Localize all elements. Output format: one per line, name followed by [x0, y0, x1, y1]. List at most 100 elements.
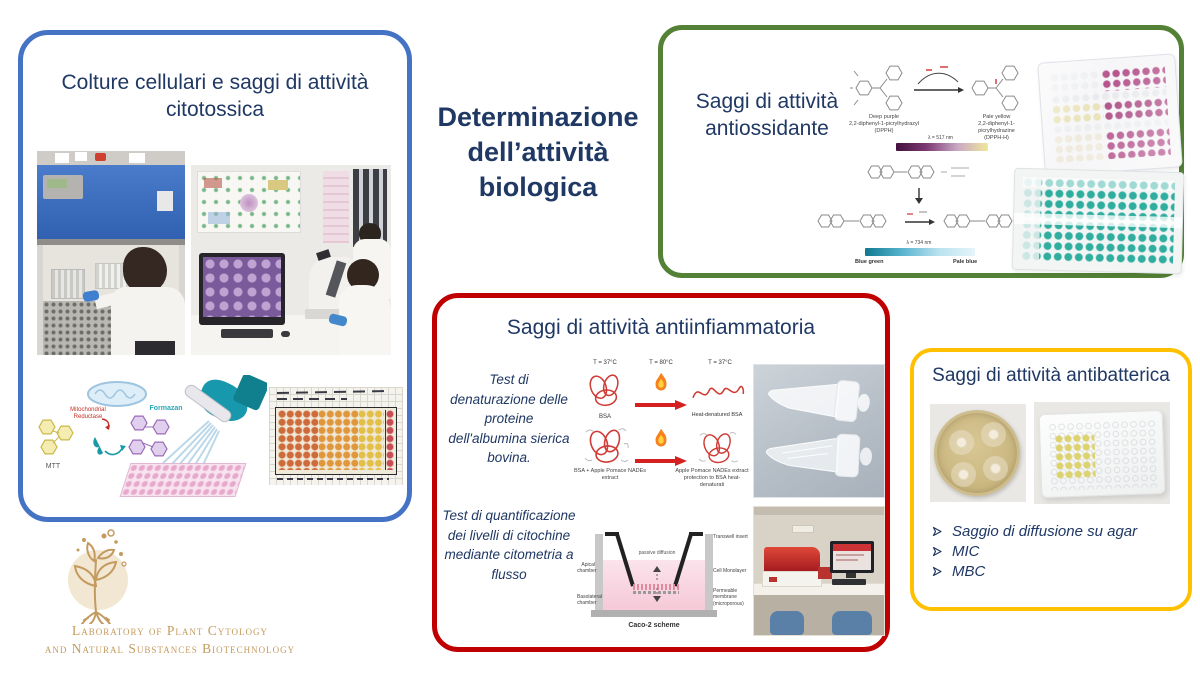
cytometer-red-lid [764, 547, 820, 573]
caco2-basolateral-label-2: chamber [577, 600, 597, 607]
bsa-label: BSA [598, 414, 611, 420]
mtt-label: MTT [45, 463, 61, 470]
handwriting [277, 478, 389, 480]
panel-antiinflammatory-title: Saggi di attività antiinfiammatoria [506, 316, 816, 339]
handwriting [276, 390, 390, 394]
photo-flow-cytometer [753, 506, 885, 636]
bsa-native-protein-icon [589, 374, 619, 407]
dpph-reactant-structure-icon [850, 65, 903, 111]
abts-scale-left: Blue green [855, 259, 884, 265]
petri-dish [934, 410, 1020, 496]
red-reaction-arrow-icon [635, 400, 687, 410]
panel-cytotoxicity: Colture cellulari e saggi di attività ci… [18, 30, 412, 522]
lab-logo-line2: and Natural Substances Biotechnology [44, 641, 296, 657]
enzyme-label: Mitochondrial Reductase [70, 407, 106, 420]
panel-antibacterial: Saggi di attività antibatterica [910, 348, 1192, 611]
caco2-monolayer-label: Cell Monolayer [713, 568, 747, 574]
lab-logo-text: Laboratory of Plant Cytology and Natural… [14, 622, 326, 658]
96well-plate [1038, 409, 1166, 499]
cytometer-base [762, 571, 822, 587]
flame-icon [655, 372, 667, 391]
mitochondrion-icon [87, 381, 147, 407]
researcher-hair [359, 223, 381, 243]
test1-description: Test di denaturazione delle proteine del… [448, 372, 570, 466]
antibacterial-bullet-list: Saggio di diffusione su agar MIC MBC [932, 520, 1182, 583]
abts-color-scale [865, 248, 975, 256]
permeable-membrane-strip [633, 591, 679, 594]
plant-logo-icon [68, 529, 128, 624]
panel-antiinflammatory: Saggi di attività antiinfiammatoria Test… [432, 293, 890, 652]
transwell-insert-icon [605, 532, 703, 587]
abts-structure-icon [867, 165, 969, 179]
bsa-protected-protein-icon [698, 432, 739, 464]
power-outlet [792, 525, 814, 533]
panel-antioxidant: Saggi di attività antiossidante [658, 25, 1185, 278]
abts-scale-right: Pale blue [953, 259, 978, 265]
yellow-wells [1054, 433, 1096, 479]
flame-icon [655, 428, 667, 447]
tube-rack [51, 269, 85, 299]
photo-agar-diffusion [930, 404, 1026, 502]
reaction-arrow-icon [914, 66, 964, 93]
mtt-molecule-icon [38, 419, 74, 455]
wall-poster [197, 171, 301, 233]
researcher-labcoat [339, 285, 391, 355]
panel-cytotoxicity-title: Colture cellulari e saggi di attività ci… [61, 71, 369, 122]
diffusion-arrows-icon [653, 566, 661, 602]
bsa-protection-label-2: protection to BSA heat-denaturati [683, 474, 741, 488]
panel-antioxidant-title: Saggi di attività antiossidante [695, 90, 839, 141]
dpph-reactant-abbr: (DPPH) [874, 127, 894, 134]
monitor-cell-image [199, 253, 285, 325]
caco2-membrane-label-1: Permeable membrane [713, 588, 738, 601]
bullet-mic: MIC [932, 543, 1182, 560]
wall-poster [323, 171, 349, 243]
teal-arrow-icon [93, 437, 126, 456]
dpph-color-scale [896, 143, 988, 151]
caco2-basolateral-label-1: Basolateral [577, 594, 603, 600]
caco2-apical-label-2: chamber [577, 568, 597, 575]
bsa-temp-heat: T = 80°C [649, 360, 673, 366]
abts-radical-structure-icon [943, 214, 1013, 228]
keyboard [832, 579, 866, 585]
panel-antibacterial-title: Saggi di attività antibatterica [932, 365, 1170, 386]
down-arrow-icon [915, 188, 923, 204]
arrow-bullet-icon [932, 566, 942, 577]
arrow-bullet-icon [932, 546, 942, 557]
dpph-product-formula: 2,2-diphenyl-1-picrylhydrazine [978, 120, 1015, 134]
arrow-bullet-icon [932, 526, 942, 537]
antibiotic-disc [958, 469, 969, 480]
monitor [830, 541, 874, 573]
bullet-mbc: MBC [932, 563, 1182, 580]
red-tip-rack [818, 567, 832, 579]
pipette-tips-icon [162, 420, 220, 466]
researcher-hair [123, 247, 167, 293]
dpph-product-structure-icon [971, 65, 1019, 111]
dpph-reactant-formula: 2,2-diphenyl-1-picrylhydrazyl [848, 120, 919, 127]
bsa-temp-native: T = 37°C [593, 360, 617, 366]
bsa-denatured-label: Heat-denatured BSA [691, 412, 743, 418]
bsa-denatured-protein-icon [692, 385, 745, 399]
photo-biosafety-cabinet [37, 151, 185, 355]
lab-chair [770, 611, 804, 635]
bsa-protection-label-1: Apple Pomace NADEs extract [675, 468, 749, 474]
abts-reduced-structure-icon [817, 214, 887, 228]
bullet-label: Saggio di diffusione su agar [952, 523, 1138, 540]
bsa-temp-after: T = 37°C [708, 360, 732, 366]
photo-dpph-plate [1037, 53, 1183, 177]
antibiotic-disc [990, 463, 1001, 474]
dpph-product-name: Pale yellow [982, 114, 1011, 120]
photo-eppendorf-tubes [753, 364, 885, 498]
bullet-agar-diffusion: Saggio di diffusione su agar [932, 523, 1182, 540]
tube-icon [768, 379, 870, 423]
tube-icon [765, 433, 872, 478]
caco2-caption: Caco-2 scheme [628, 622, 680, 629]
lab-logo-line1: Laboratory of Plant Cytology [71, 623, 269, 638]
caco2-diffusion-label: passive diffusion [638, 550, 676, 556]
dpph-product-abbr: (DPPH-H) [984, 134, 1009, 141]
handwriting [277, 398, 347, 400]
antibiotic-disc [956, 437, 967, 448]
slide-title: Determinazione dell’attività biologica [437, 102, 639, 203]
abts-wavelength: λ = 734 nm [906, 240, 932, 246]
red-reaction-arrow-icon [635, 456, 687, 466]
abts-reaction-scheme: λ = 734 nm Blue green Pale blue [803, 154, 1035, 272]
